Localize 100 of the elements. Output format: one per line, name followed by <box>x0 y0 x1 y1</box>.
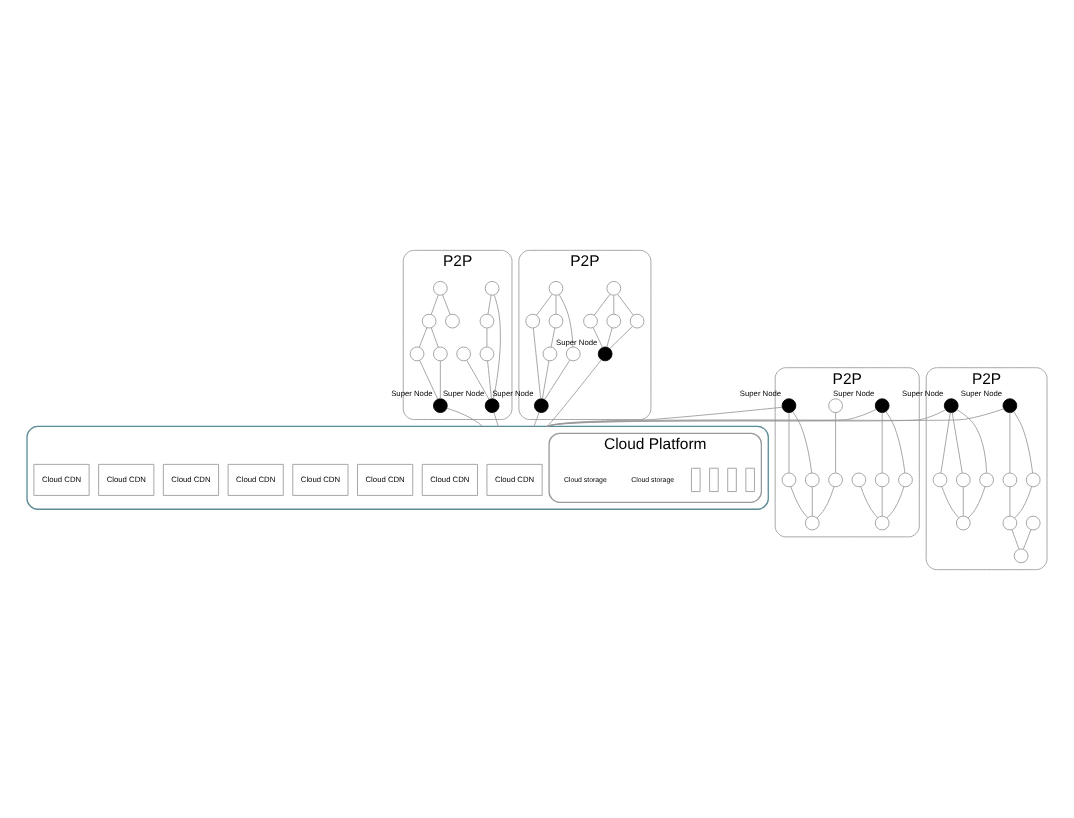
connector <box>593 292 611 315</box>
node-circle <box>828 397 843 412</box>
connector <box>816 485 835 518</box>
connector <box>860 485 879 518</box>
node-circle <box>1025 471 1041 487</box>
node-circle <box>1002 471 1018 487</box>
connector <box>532 326 542 399</box>
connector <box>558 293 574 347</box>
connector <box>790 485 809 518</box>
connector <box>617 292 634 315</box>
connector <box>886 485 905 518</box>
connector <box>881 411 883 473</box>
node-circle <box>943 397 959 412</box>
node-circle <box>874 514 890 530</box>
node-circle <box>606 312 622 328</box>
connector <box>546 408 946 426</box>
node-circle <box>421 312 437 328</box>
node-circle <box>433 345 448 361</box>
connector <box>439 359 441 399</box>
node-circle <box>851 471 867 487</box>
node-circle <box>898 471 913 487</box>
node-circle <box>484 397 500 412</box>
node-circle <box>548 312 564 328</box>
connector <box>546 407 1005 426</box>
connector <box>533 411 540 426</box>
connector <box>613 294 615 314</box>
node-box <box>727 466 737 491</box>
connector <box>446 406 484 426</box>
node-circle <box>484 280 500 295</box>
node-circle <box>828 471 843 487</box>
connector <box>592 326 603 347</box>
connector <box>442 293 451 314</box>
node-circle <box>479 345 495 361</box>
connector <box>792 410 813 473</box>
node-box <box>691 466 701 491</box>
connector <box>835 411 836 473</box>
node-circle <box>409 345 425 361</box>
connector <box>546 358 602 426</box>
connector <box>555 294 557 314</box>
node-circle <box>979 471 994 487</box>
connector <box>430 326 439 347</box>
node-circle <box>606 280 622 295</box>
node-circle <box>456 345 471 361</box>
node-circle <box>874 471 890 487</box>
node-box <box>745 466 755 491</box>
connector <box>881 485 883 516</box>
connector <box>606 326 613 347</box>
connector <box>962 485 964 516</box>
node-circle <box>781 397 797 412</box>
connector <box>951 411 963 473</box>
connector <box>1022 528 1032 549</box>
node-circle <box>525 312 540 328</box>
connector <box>487 359 492 399</box>
node-circle <box>781 471 797 487</box>
connector <box>940 411 951 473</box>
node-circle <box>804 471 820 487</box>
connector <box>418 326 428 347</box>
node-circle <box>542 345 558 361</box>
node-circle <box>1002 397 1018 412</box>
node-circle <box>932 471 948 487</box>
node-circle <box>433 397 448 412</box>
node-circle <box>1002 514 1018 530</box>
connector <box>1014 485 1032 518</box>
node-circle <box>534 397 549 412</box>
connector <box>487 293 492 314</box>
node-circle <box>874 397 890 412</box>
node-circle <box>804 514 820 530</box>
connector <box>967 485 986 518</box>
connector <box>430 293 439 314</box>
node-circle <box>955 514 971 530</box>
node-circle <box>565 345 581 361</box>
node-circle <box>479 312 495 328</box>
node-circle <box>955 471 971 487</box>
connector <box>956 408 987 473</box>
connector <box>609 325 633 349</box>
connector <box>941 485 960 518</box>
connector <box>788 411 790 473</box>
node-circle <box>597 345 613 361</box>
connector <box>541 359 550 399</box>
connector <box>493 411 499 426</box>
connector <box>550 326 556 347</box>
connector <box>1013 410 1033 473</box>
node-circle <box>629 312 645 328</box>
node-circle <box>433 280 448 295</box>
node-circle <box>1013 547 1029 563</box>
node-circle <box>548 280 564 295</box>
node-circle <box>445 312 460 328</box>
connector <box>544 358 571 399</box>
connector <box>536 292 553 315</box>
connector <box>1009 485 1011 516</box>
connector <box>1009 411 1011 473</box>
connector <box>486 326 488 347</box>
node-circle <box>1025 514 1041 530</box>
node-circle <box>583 312 598 328</box>
connector <box>811 485 813 516</box>
connector <box>885 410 906 473</box>
connector <box>1011 528 1020 549</box>
connector <box>466 358 490 399</box>
connector <box>419 359 439 399</box>
node-box <box>709 466 719 491</box>
